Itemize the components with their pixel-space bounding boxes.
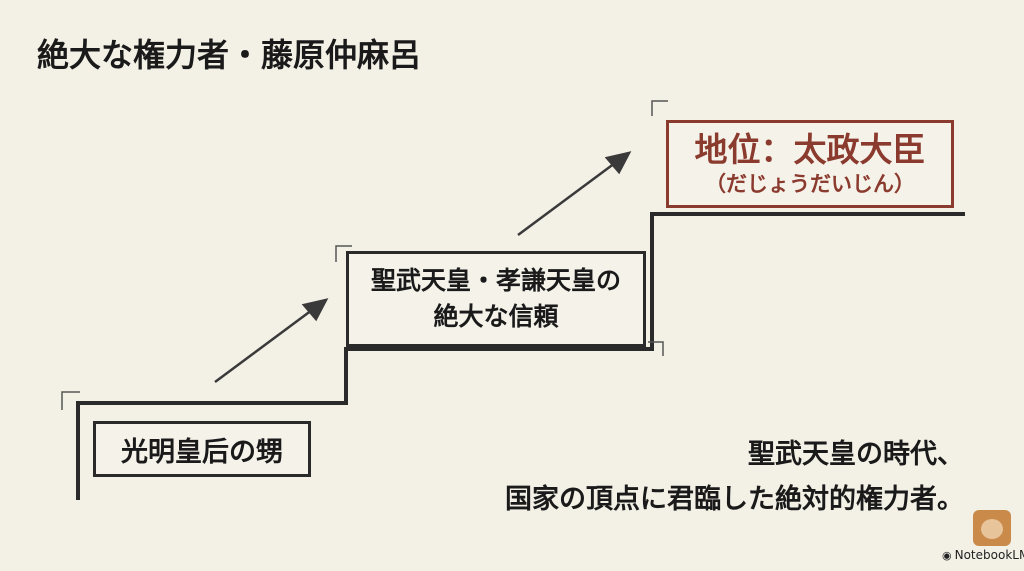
step-2-box: 聖武天皇・孝謙天皇の 絶大な信頼 bbox=[346, 251, 646, 347]
brand-watermark: ◉NotebookLM bbox=[942, 548, 1024, 562]
corner-brackets bbox=[61, 100, 668, 410]
step-3-reading: （だじょうだいじん） bbox=[705, 172, 915, 196]
mascot-icon bbox=[973, 510, 1011, 546]
notebooklm-icon: ◉ bbox=[942, 549, 952, 562]
arrow-2-head bbox=[604, 151, 632, 175]
step-3-title: 地位：太政大臣 bbox=[694, 130, 926, 169]
mascot-face bbox=[981, 519, 1003, 539]
step-1-box: 光明皇后の甥 bbox=[93, 421, 311, 477]
brand-label: NotebookLM bbox=[954, 548, 1024, 562]
arrow-1-head bbox=[301, 298, 329, 322]
summary-caption: 聖武天皇の時代、 国家の頂点に君臨した絶対的権力者。 bbox=[505, 432, 964, 522]
bracket-step2-bottom bbox=[648, 341, 664, 356]
arrows bbox=[214, 151, 632, 384]
caption-line-2: 国家の頂点に君臨した絶対的権力者。 bbox=[505, 484, 964, 515]
step-2-line-1: 聖武天皇・孝謙天皇の bbox=[370, 266, 621, 295]
slide-title: 絶大な権力者・藤原仲麻呂 bbox=[37, 36, 422, 74]
bracket-step2-top bbox=[335, 245, 352, 262]
staircase-line bbox=[76, 212, 965, 500]
step-1-label: 光明皇后の甥 bbox=[121, 436, 283, 468]
step-3-box: 地位：太政大臣 （だじょうだいじん） bbox=[666, 120, 954, 208]
arrow-2 bbox=[517, 161, 616, 237]
arrow-1 bbox=[214, 308, 313, 384]
caption-line-1: 聖武天皇の時代、 bbox=[748, 439, 964, 470]
bracket-step3 bbox=[651, 100, 668, 116]
step-2-line-2: 絶大な信頼 bbox=[433, 302, 559, 331]
bracket-step1 bbox=[61, 391, 80, 410]
